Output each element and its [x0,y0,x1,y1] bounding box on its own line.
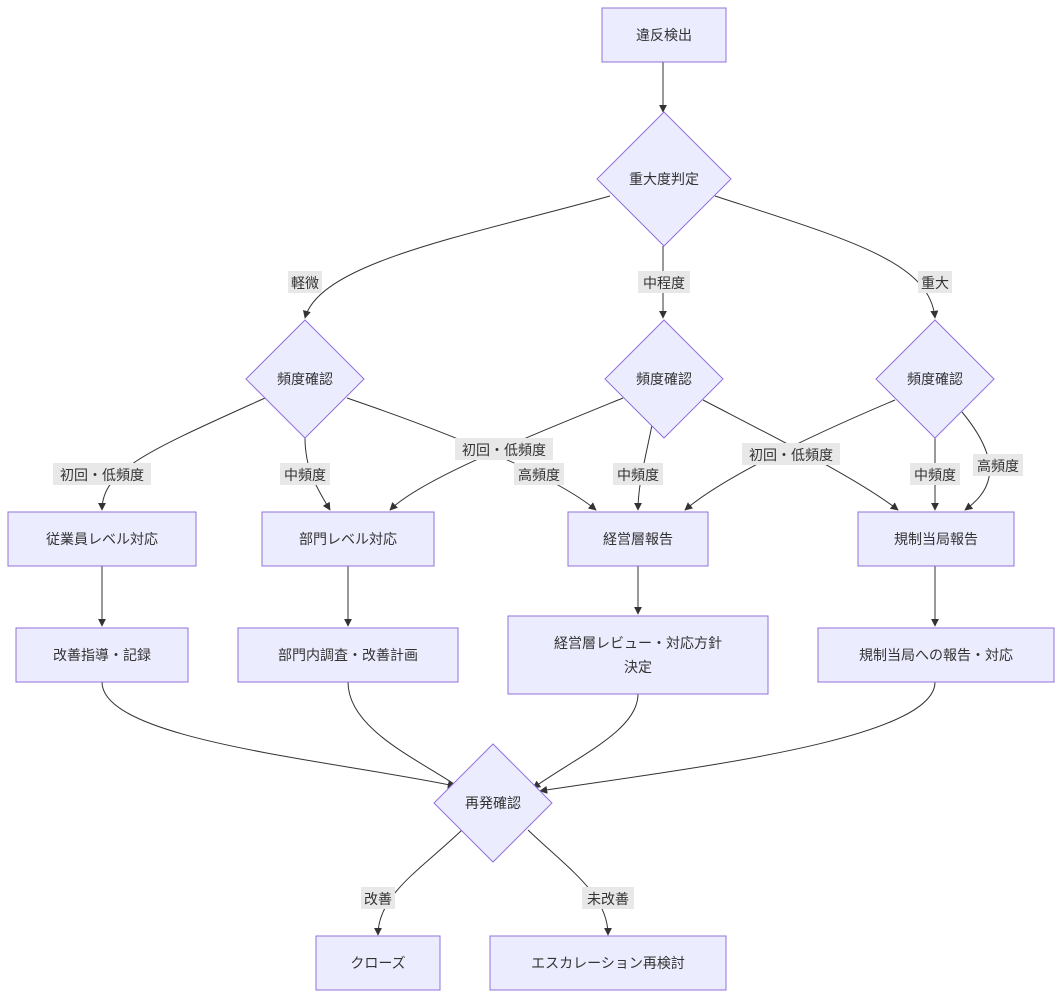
edge-minor-to-employee [98,397,266,511]
edge-label-major-high: 高頻度 [973,454,1023,476]
node-regulator-report: 規制当局報告 [857,511,1015,567]
svg-text:規制当局報告: 規制当局報告 [894,532,978,548]
svg-text:軽微: 軽微 [291,276,319,292]
svg-text:中頻度: 中頻度 [284,468,326,484]
svg-text:中程度: 中程度 [643,276,685,292]
edge-label-moderate-mid: 中頻度 [613,463,663,485]
edge-label-minor-first-low: 初回・低頻度 [53,463,151,485]
svg-text:決定: 決定 [624,660,652,676]
svg-text:初回・低頻度: 初回・低頻度 [60,467,144,484]
node-recurrence-check: 再発確認 [433,743,553,863]
node-severity-check: 重大度判定 [596,111,732,247]
svg-text:初回・低頻度: 初回・低頻度 [749,447,833,464]
edges [98,62,991,936]
node-department-level: 部門レベル対応 [261,511,435,567]
edge-label-minor-high: 高頻度 [514,463,564,485]
svg-text:中頻度: 中頻度 [617,468,659,484]
node-department-investigation: 部門内調査・改善計画 [237,627,459,683]
edge-recurrence-to-close [374,829,463,936]
svg-text:従業員レベル対応: 従業員レベル対応 [46,532,158,548]
node-frequency-minor: 頻度確認 [245,319,365,439]
svg-text:改善: 改善 [364,892,392,908]
node-regulator-response: 規制当局への報告・対応 [817,627,1055,683]
node-improvement-guidance: 改善指導・記録 [15,627,189,683]
node-employee-level: 従業員レベル対応 [7,511,197,567]
svg-text:エスカレーション再検討: エスカレーション再検討 [531,956,685,972]
edge-label-minor: 軽微 [288,271,322,293]
edge-severity-to-major [714,195,939,319]
edge-label-minor-mid: 中頻度 [280,463,330,485]
svg-text:経営層報告: 経営層報告 [603,532,673,548]
edge-major-high-to-regulator [961,411,991,511]
edge-label-major-mid: 中頻度 [910,463,960,485]
node-frequency-moderate: 頻度確認 [604,319,724,439]
svg-text:高頻度: 高頻度 [518,467,560,484]
svg-text:規制当局への報告・対応: 規制当局への報告・対応 [859,648,1013,664]
svg-text:経営層レビュー・対応方針: 経営層レビュー・対応方針 [554,636,722,652]
node-management-review: 経営層レビュー・対応方針 決定 [507,615,769,695]
edge-label-improved: 改善 [361,887,395,909]
node-close: クローズ [315,935,441,991]
node-escalation: エスカレーション再検討 [489,935,727,991]
edge-severity-to-minor [303,195,611,319]
svg-text:頻度確認: 頻度確認 [636,372,692,388]
node-violation-detected: 違反検出 [601,7,727,63]
svg-text:重大度判定: 重大度判定 [629,172,699,188]
edge-review-to-recurrence [532,693,639,789]
svg-text:クローズ: クローズ [350,956,405,972]
svg-text:改善指導・記録: 改善指導・記録 [53,647,151,664]
svg-text:重大: 重大 [921,276,949,292]
svg-text:初回・低頻度: 初回・低頻度 [462,442,546,459]
svg-text:中頻度: 中頻度 [914,468,956,484]
svg-text:頻度確認: 頻度確認 [277,372,333,388]
node-frequency-major: 頻度確認 [875,319,995,439]
node-management-report: 経営層報告 [567,511,709,567]
edge-response-to-recurrence [539,681,936,794]
edge-label-major: 重大 [918,271,952,293]
edge-investigation-to-recurrence [347,681,461,789]
svg-text:高頻度: 高頻度 [977,458,1019,475]
edge-label-not-improved: 未改善 [582,887,634,909]
svg-text:再発確認: 再発確認 [465,796,521,812]
svg-text:違反検出: 違反検出 [636,28,692,44]
svg-text:頻度確認: 頻度確認 [907,372,963,388]
edge-label-moderate-high: 初回・低頻度 [742,443,840,465]
edge-recurrence-to-escalation [527,829,612,936]
edge-guidance-to-recurrence [101,681,456,789]
edge-label-moderate: 中程度 [638,271,690,293]
svg-text:部門レベル対応: 部門レベル対応 [299,532,397,548]
svg-text:未改善: 未改善 [587,892,629,908]
edge-label-moderate-first-low: 初回・低頻度 [455,438,553,460]
svg-text:部門内調査・改善計画: 部門内調査・改善計画 [278,648,418,664]
